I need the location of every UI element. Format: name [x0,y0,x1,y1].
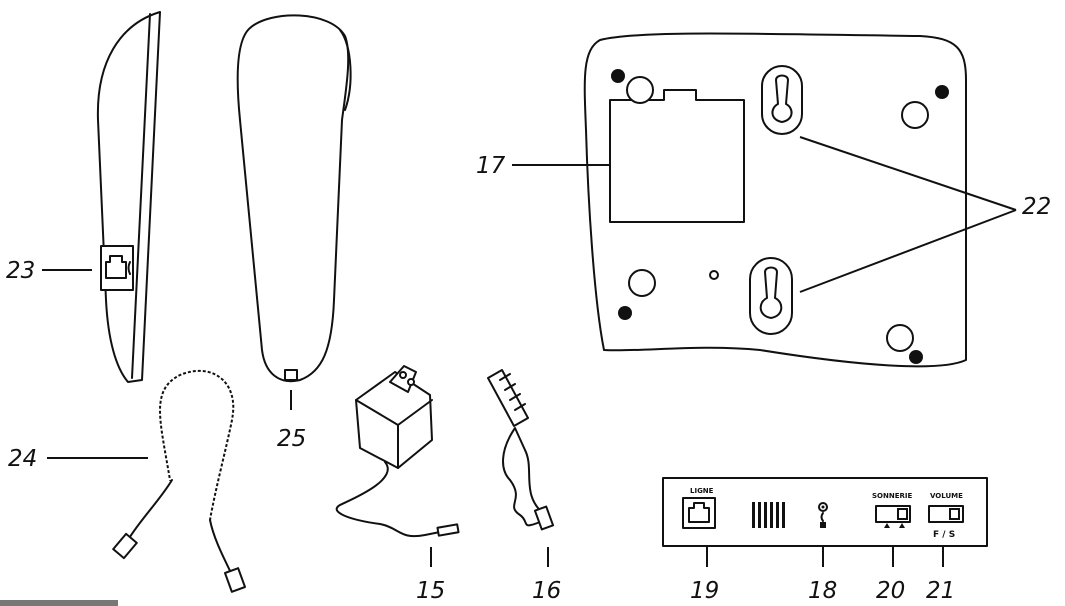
volume-sub-label: F / S [933,530,955,540]
wall-mount-keyhole-bottom [749,257,793,335]
center-hole [709,270,719,280]
coiled-cord [112,367,246,593]
vent-grille [752,502,785,528]
callout-18: 18 [808,578,837,604]
telephone-line-cord [487,369,555,531]
handset-side-view [96,11,161,383]
rubber-foot [886,324,914,352]
handset-bottom-port [284,369,298,381]
callout-17: 17 [476,153,506,179]
rear-panel: LIGNE SONNERIE VOLUME F / S [662,477,988,547]
volume-label: VOLUME [930,492,963,500]
wall-mount-keyhole-top [761,65,803,135]
callout-15: 15 [416,578,445,604]
power-jack-18 [818,502,828,512]
screw [909,350,923,364]
callout-20: 20 [876,578,905,604]
rubber-foot [628,269,656,297]
handset-front-view [236,14,352,383]
sonnerie-label: SONNERIE [872,492,912,500]
callout-24: 24 [8,446,37,472]
callout-22: 22 [1022,194,1051,220]
power-adapter [335,365,460,538]
footer-bar [0,600,118,606]
callout-16: 16 [532,578,561,604]
callout-23: 23 [6,258,35,284]
rubber-foot [901,101,929,129]
ligne-label: LIGNE [690,487,714,495]
rubber-foot [626,76,654,104]
screw [935,85,949,99]
base-underside [583,32,967,368]
screw [618,306,632,320]
callout-19: 19 [690,578,719,604]
battery-cover [609,89,745,223]
leader-lines [42,136,1017,567]
callout-25: 25 [277,426,306,452]
screw [611,69,625,83]
callout-21: 21 [926,578,955,604]
